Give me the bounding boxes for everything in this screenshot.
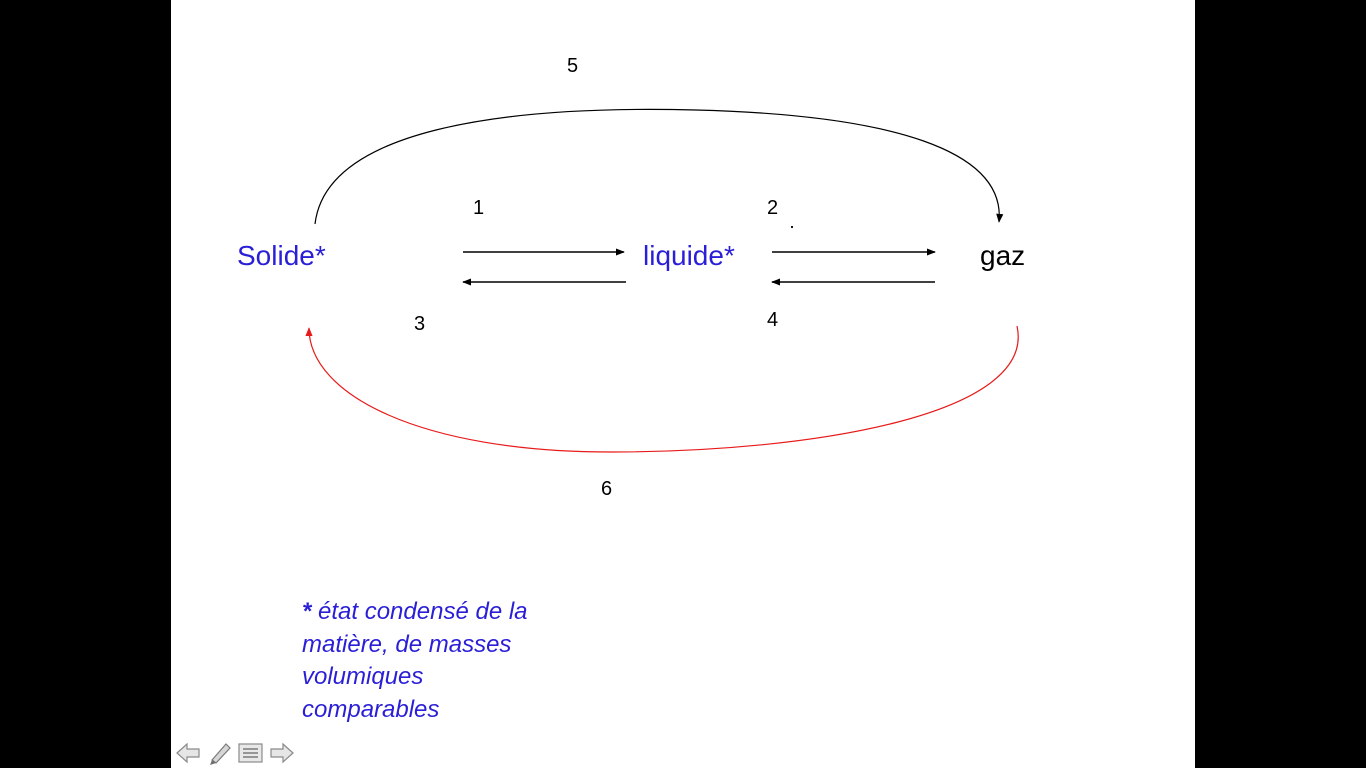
arrow-left-icon[interactable] [175, 740, 202, 766]
arrow-5-sublimation [314, 108, 1004, 225]
transition-label-2: 2 [767, 197, 779, 219]
transition-label-5: 5 [567, 55, 579, 77]
footnote-star: * [302, 598, 312, 625]
state-liquid: liquide* [643, 240, 735, 271]
footnote: * état condensé de la matière, de masses… [302, 596, 552, 726]
state-solid: Solide* [237, 240, 326, 271]
slide-navigation [175, 740, 295, 766]
transition-label-4: 4 [767, 309, 779, 331]
phase-diagram [305, 108, 1019, 453]
slide: Solide* liquide* gaz 5 1 2 3 4 6 * état … [171, 0, 1195, 768]
state-gas: gaz [980, 240, 1026, 271]
menu-icon[interactable] [237, 740, 264, 766]
arrow-6-condensation [305, 325, 1019, 453]
transition-label-3: 3 [414, 313, 426, 335]
pen-icon[interactable] [206, 740, 233, 766]
transition-label-6: 6 [601, 478, 613, 500]
transition-label-1: 1 [473, 197, 485, 219]
footnote-text: état condensé de la matière, de masses v… [302, 598, 528, 723]
arrow-right-icon[interactable] [268, 740, 295, 766]
stray-dot [790, 225, 794, 229]
